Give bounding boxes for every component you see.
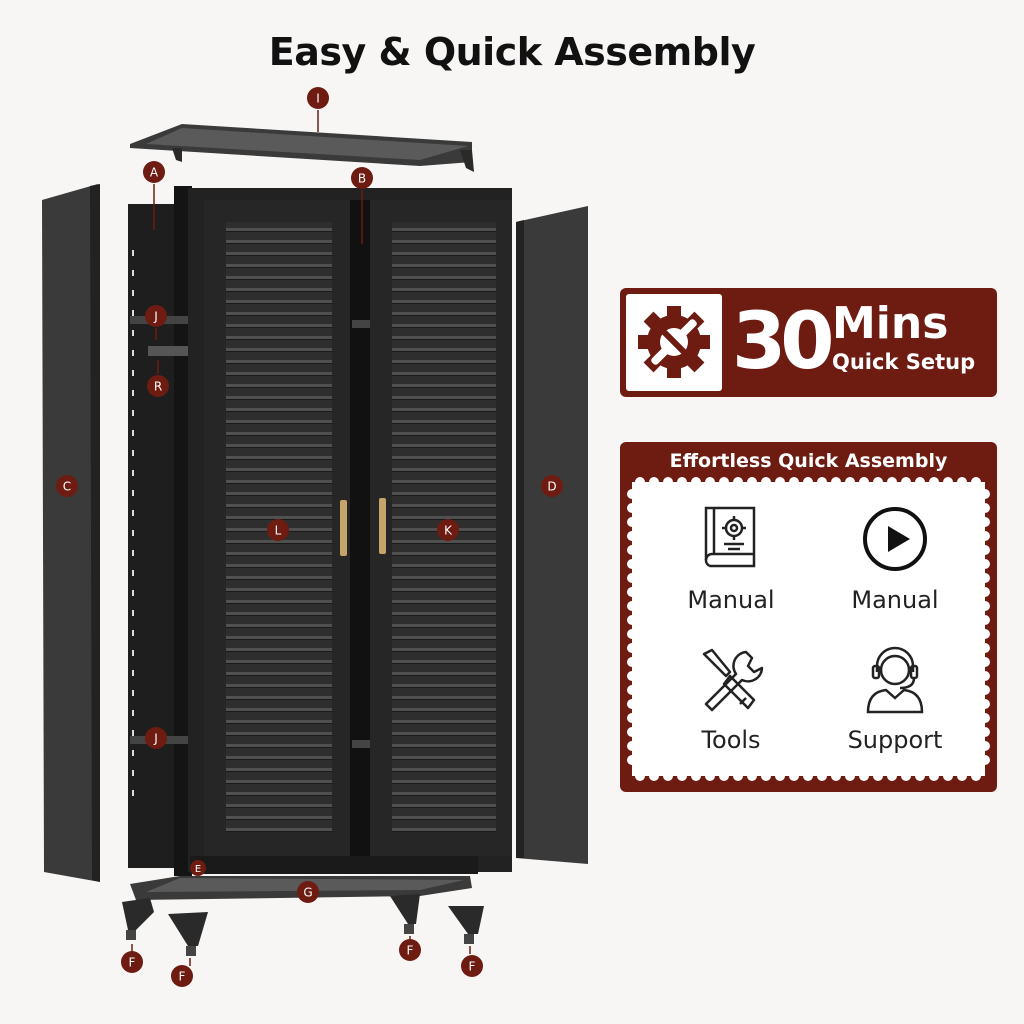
- part-marker-l: L: [267, 519, 289, 541]
- book-gear-icon: [704, 506, 756, 568]
- part-marker-j-top: J: [145, 305, 167, 327]
- part-marker-f-4: F: [461, 955, 483, 977]
- part-marker-f-2: F: [171, 965, 193, 987]
- wrench-screwdriver-icon: [702, 648, 764, 712]
- feature-label: Manual: [687, 586, 775, 614]
- part-marker-f-1: F: [121, 951, 143, 973]
- part-marker-j-bottom: J: [145, 727, 167, 749]
- svg-text:L: L: [275, 524, 282, 538]
- feature-support: Support: [820, 642, 970, 754]
- svg-text:I: I: [316, 92, 320, 106]
- part-marker-g: G: [297, 881, 319, 903]
- cabinet-exploded-view: I A B J R C L K D J E G F F F F: [42, 87, 588, 987]
- svg-text:F: F: [407, 944, 414, 958]
- svg-text:A: A: [150, 166, 159, 180]
- part-marker-c: C: [56, 475, 78, 497]
- left-side-panel: [42, 184, 100, 882]
- feature-manual-book: Manual: [656, 502, 806, 614]
- setup-time-number: 30: [732, 297, 835, 387]
- svg-text:J: J: [153, 310, 158, 324]
- top-panel: [130, 124, 474, 172]
- part-marker-a: A: [143, 161, 165, 183]
- part-marker-k: K: [437, 519, 459, 541]
- feature-tools: Tools: [656, 646, 806, 754]
- svg-text:J: J: [153, 732, 158, 746]
- svg-text:R: R: [154, 380, 162, 394]
- svg-text:F: F: [129, 956, 136, 970]
- svg-text:F: F: [179, 970, 186, 984]
- play-circle-icon: [863, 507, 927, 571]
- feature-label: Tools: [701, 726, 761, 754]
- part-marker-f-3: F: [399, 939, 421, 961]
- panel-title: Effortless Quick Assembly: [669, 450, 948, 472]
- page-title: Easy & Quick Assembly: [268, 30, 756, 74]
- cabinet-doors: [188, 188, 512, 874]
- svg-text:C: C: [63, 480, 71, 494]
- setup-time-badge: 30 Mins Quick Setup: [620, 288, 997, 397]
- svg-text:F: F: [469, 960, 476, 974]
- svg-text:G: G: [303, 886, 312, 900]
- svg-text:E: E: [195, 864, 201, 875]
- part-marker-i: I: [307, 87, 329, 109]
- svg-text:D: D: [547, 480, 556, 494]
- left-door-handle: [340, 500, 347, 556]
- leveling-legs: [122, 894, 484, 956]
- assembly-features-panel: Effortless Quick Assembly: [620, 442, 997, 792]
- headset-agent-icon: [866, 646, 924, 714]
- part-marker-e: E: [190, 860, 206, 876]
- feature-label: Support: [847, 726, 943, 754]
- part-marker-b: B: [351, 167, 373, 189]
- part-marker-d: D: [541, 475, 563, 497]
- part-marker-r: R: [147, 375, 169, 397]
- svg-text:B: B: [358, 172, 366, 186]
- stamp-card: [627, 477, 990, 781]
- gear-wrench-icon: [626, 294, 722, 391]
- svg-text:K: K: [444, 524, 453, 538]
- feature-video-manual[interactable]: Manual: [820, 502, 970, 614]
- setup-time-unit: Mins: [832, 298, 949, 349]
- feature-label: Manual: [851, 586, 939, 614]
- right-door-panel: [516, 206, 588, 864]
- setup-time-subtitle: Quick Setup: [832, 350, 976, 374]
- right-door-handle: [379, 498, 386, 554]
